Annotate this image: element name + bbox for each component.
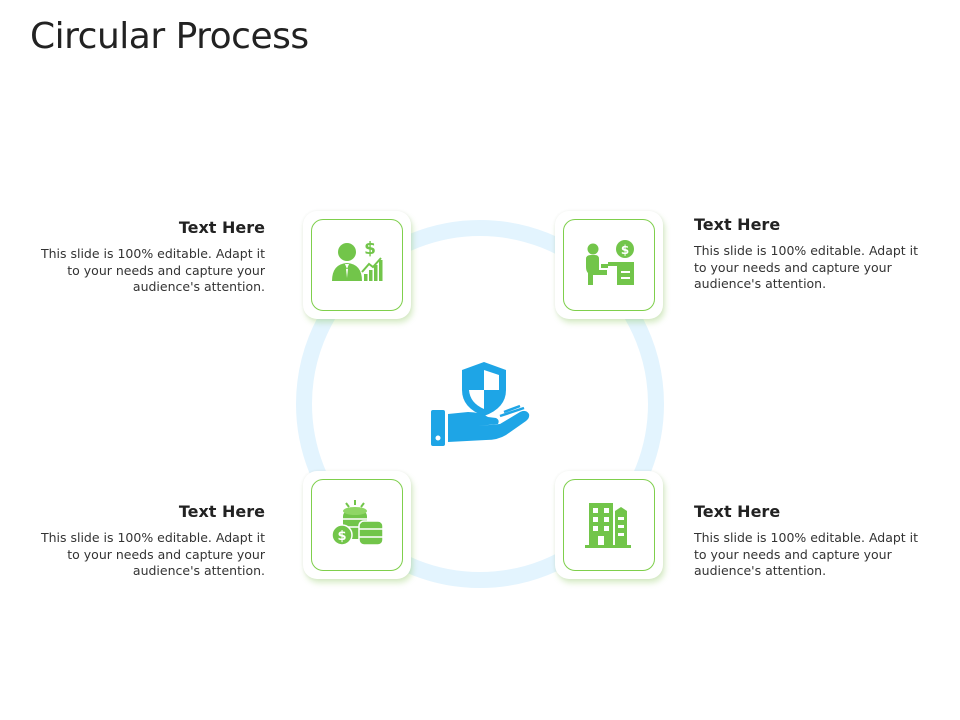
svg-text:$: $ <box>337 529 346 544</box>
process-card-3-frame: $ <box>311 479 403 571</box>
process-card-4-frame <box>563 479 655 571</box>
process-card-3: $ <box>303 471 411 579</box>
process-heading-1: Text Here <box>178 218 265 237</box>
process-text-3: Text Here This slide is 100% editable. A… <box>25 502 265 580</box>
process-card-2-frame: $ <box>563 219 655 311</box>
process-body-3: This slide is 100% editable. Adapt it to… <box>40 530 265 578</box>
person-desk-dollar-icon: $ <box>586 240 634 285</box>
process-card-1-frame: $ <box>311 219 403 311</box>
process-heading-2: Text Here <box>694 215 781 234</box>
process-card-4 <box>555 471 663 579</box>
process-body-4: This slide is 100% editable. Adapt it to… <box>694 530 919 578</box>
page-title: Circular Process <box>30 16 309 57</box>
process-heading-4: Text Here <box>694 502 781 521</box>
process-text-2: Text Here This slide is 100% editable. A… <box>694 215 934 293</box>
shield-hand-icon <box>431 362 530 446</box>
svg-text:$: $ <box>364 239 376 259</box>
svg-text:$: $ <box>621 243 629 257</box>
office-building-icon <box>585 503 631 548</box>
process-body-2: This slide is 100% editable. Adapt it to… <box>694 243 919 291</box>
process-heading-3: Text Here <box>178 502 265 521</box>
process-body-1: This slide is 100% editable. Adapt it to… <box>40 246 265 294</box>
process-text-1: Text Here This slide is 100% editable. A… <box>25 218 265 296</box>
process-text-4: Text Here This slide is 100% editable. A… <box>694 502 934 580</box>
coin-stacks-icon: $ <box>331 500 384 546</box>
process-card-2: $ <box>555 211 663 319</box>
businessman-growth-icon: $ <box>332 239 383 281</box>
process-card-1: $ <box>303 211 411 319</box>
